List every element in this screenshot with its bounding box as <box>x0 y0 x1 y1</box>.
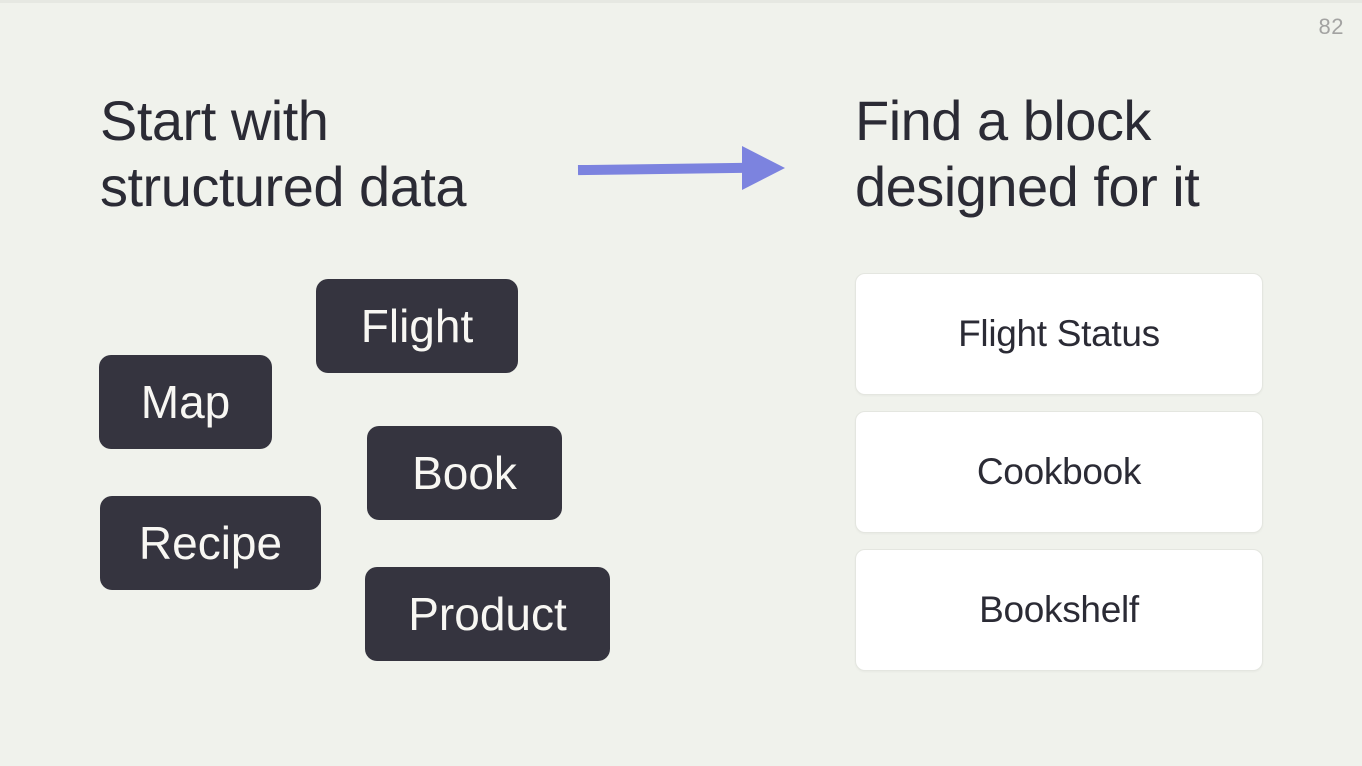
heading-left: Start with structured data <box>100 88 467 220</box>
tag-book: Book <box>367 426 562 520</box>
heading-left-line1: Start with <box>100 89 329 152</box>
tag-product-label: Product <box>408 588 567 640</box>
page-number: 82 <box>1318 14 1344 39</box>
tag-book-label: Book <box>412 447 517 499</box>
tag-recipe-label: Recipe <box>138 517 283 569</box>
tag-map-label: Map <box>140 376 231 428</box>
heading-left-line2: structured data <box>100 155 467 218</box>
tag-map: Map <box>99 355 272 449</box>
card-bookshelf: Bookshelf <box>855 549 1263 671</box>
tag-recipe: Recipe <box>100 496 321 590</box>
tag-flight: Flight <box>316 279 518 373</box>
heading-right-line2: designed for it <box>855 155 1200 218</box>
tag-product: Product <box>365 567 610 661</box>
heading-right-line1: Find a block <box>855 89 1151 152</box>
heading-right: Find a block designed for it <box>855 88 1200 220</box>
arrow-right-icon <box>577 146 785 190</box>
tag-flight-label: Flight <box>360 300 474 352</box>
slide-top-edge <box>0 0 1362 3</box>
card-bookshelf-label: Bookshelf <box>979 589 1139 630</box>
card-flight-status: Flight Status <box>855 273 1263 395</box>
card-cookbook-label: Cookbook <box>976 451 1142 492</box>
card-flight-status-label: Flight Status <box>958 313 1160 354</box>
card-cookbook: Cookbook <box>855 411 1263 533</box>
